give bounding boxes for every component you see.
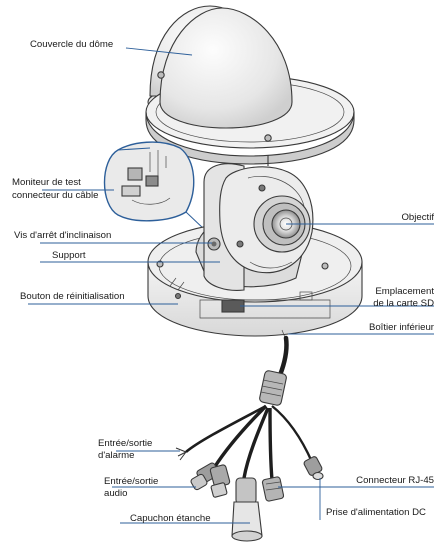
label-sd-slot-2: de la carte SD [373,298,434,309]
label-waterproof-cap: Capuchon étanche [130,513,211,524]
dc-power-shape [303,456,323,480]
label-tilt-lock-screw: Vis d'arrêt d'inclinaison [14,230,111,241]
label-cable-test-monitor-2: connecteur du câble [12,190,98,201]
camera-module [196,164,313,291]
waterproof-cap-shape [232,478,262,541]
label-bottom-case: Boîtier inférieur [369,322,434,333]
dome-cover [140,6,354,166]
cable-harness [176,338,323,541]
label-lens: Objectif [401,212,434,223]
label-alarm-io-1: Entrée/sortie [98,438,152,449]
label-cable-test-monitor-1: Moniteur de test [12,177,81,188]
label-dc-power-jack: Prise d'alimentation DC [326,507,426,518]
label-dome-cover: Couvercle du dôme [30,39,113,50]
label-audio-io-1: Entrée/sortie [104,476,158,487]
label-rj45-connector: Connecteur RJ-45 [356,475,434,486]
label-sd-slot-1: Emplacement [375,286,434,297]
label-reset-button: Bouton de réinitialisation [20,291,125,302]
label-support: Support [52,250,86,261]
label-audio-io-2: audio [104,488,127,499]
alarm-connector [210,464,231,497]
rj45-connector-shape [262,476,284,501]
label-alarm-io-2: d'alarme [98,450,135,461]
